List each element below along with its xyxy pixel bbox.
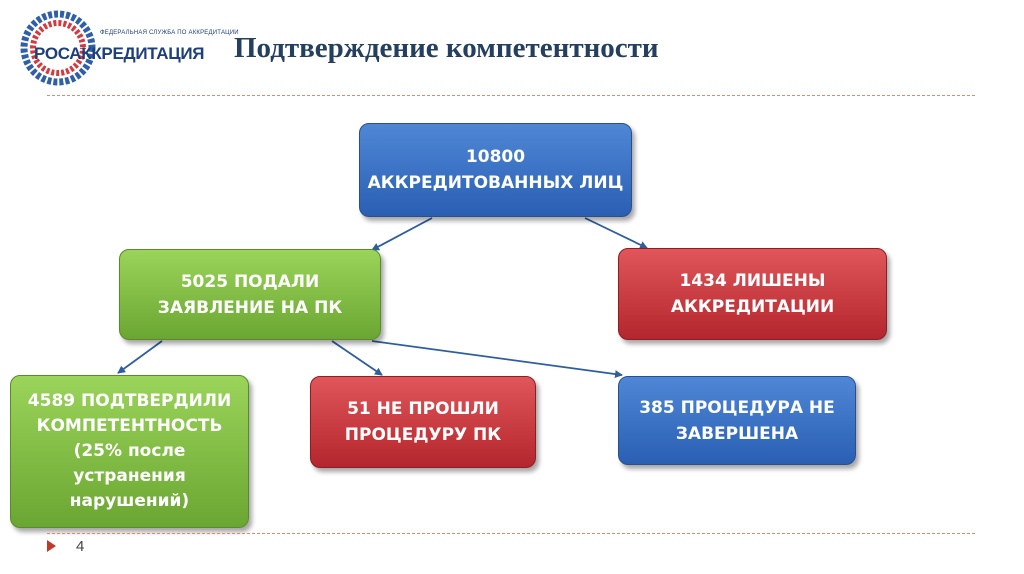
arrow-applied-to-failed xyxy=(331,340,383,376)
node-unfinished: 385 ПРОЦЕДУРА НЕ ЗАВЕРШЕНА xyxy=(618,376,856,465)
node-applied-line1: 5025 ПОДАЛИ xyxy=(180,271,320,292)
bullet-arrow-icon xyxy=(47,540,56,552)
node-confirmed-line1: 4589 ПОДТВЕРДИЛИ xyxy=(27,391,232,411)
node-revoked: 1434 ЛИШЕНЫ АККРЕДИТАЦИИ xyxy=(618,248,887,340)
node-applied-line2: ЗАЯВЛЕНИЕ НА ПК xyxy=(157,297,343,318)
arrow-applied-to-confirmed xyxy=(117,340,163,374)
node-confirmed-line3: (25% после xyxy=(73,441,186,461)
arrow-total-to-revoked xyxy=(584,217,648,249)
node-applied: 5025 ПОДАЛИ ЗАЯВЛЕНИЕ НА ПК xyxy=(119,249,381,340)
node-accredited-total-label: АККРЕДИТОВАННЫХ ЛИЦ xyxy=(367,173,624,193)
rosaccreditation-logo: ФЕДЕРАЛЬНАЯ СЛУЖБА ПО АККРЕДИТАЦИИ РОСАК… xyxy=(16,6,239,90)
node-confirmed: 4589 ПОДТВЕРДИЛИ КОМПЕТЕНТНОСТЬ (25% пос… xyxy=(10,375,249,528)
page-number: 4 xyxy=(76,538,85,555)
arrow-total-to-applied xyxy=(371,217,433,251)
node-confirmed-line5: нарушений) xyxy=(69,491,190,511)
node-failed: 51 НЕ ПРОШЛИ ПРОЦЕДУРУ ПК xyxy=(310,376,536,468)
footer-divider xyxy=(47,533,975,534)
node-confirmed-line2: КОМПЕТЕНТНОСТЬ xyxy=(36,416,223,436)
node-unfinished-line2: ЗАВЕРШЕНА xyxy=(675,423,799,444)
logo-subtitle: ФЕДЕРАЛЬНАЯ СЛУЖБА ПО АККРЕДИТАЦИИ xyxy=(100,30,239,36)
header-divider xyxy=(47,95,975,96)
page-title: Подтверждение компетентности xyxy=(234,32,659,64)
node-failed-line2: ПРОЦЕДУРУ ПК xyxy=(344,425,502,445)
node-revoked-line1: 1434 ЛИШЕНЫ xyxy=(679,271,826,291)
node-unfinished-line1: 385 ПРОЦЕДУРА НЕ xyxy=(639,397,835,418)
node-accredited-total: 10800 АККРЕДИТОВАННЫХ ЛИЦ xyxy=(359,123,632,217)
logo-wordmark: РОСАККРЕДИТАЦИЯ xyxy=(34,44,205,63)
node-revoked-line2: АККРЕДИТАЦИИ xyxy=(670,297,835,317)
node-failed-line1: 51 НЕ ПРОШЛИ xyxy=(347,399,499,419)
node-confirmed-line4: устранения xyxy=(73,466,186,486)
logo-ring-icon xyxy=(20,10,96,86)
arrow-applied-to-unfinished xyxy=(371,340,623,379)
node-accredited-total-value: 10800 xyxy=(465,147,526,167)
